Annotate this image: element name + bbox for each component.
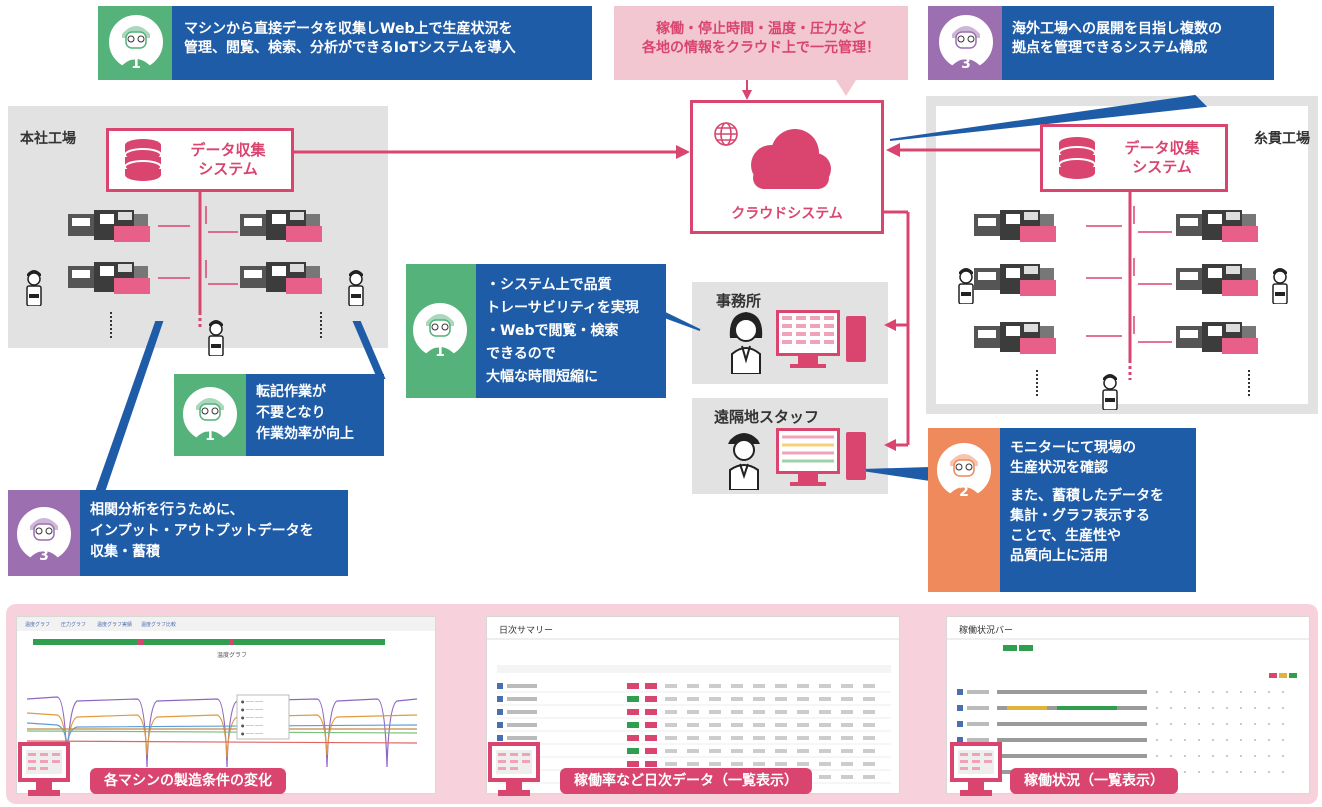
callout-mid-center-text: ・システム上で品質 トレーサビリティを実現 ・Webで閲覧・検索 できるので 大… [486, 277, 639, 385]
svg-text:● —— ——: ● —— —— [241, 699, 263, 704]
monitor-icon [18, 742, 70, 798]
injection-machine-icon [1176, 260, 1258, 298]
callout-bottom-right-text1: モニターにて現場の 生産状況を確認 [1010, 440, 1136, 476]
injection-machine-icon [974, 260, 1056, 298]
injection-machine-icon [1176, 206, 1258, 244]
callout-mid-left-text: 転記作業が 不要となり 作業効率が向上 [256, 384, 354, 442]
screen-temperature-graph: 温度グラフ 圧力グラフ 温度グラフ実績 温度グラフ比較 温度グラフ ● —— —— ● … [16, 616, 436, 794]
injection-machine-icon [68, 206, 150, 244]
system-label-right: データ収集 システム [1124, 139, 1200, 176]
callout-top-left-text: マシンから直接データを収集しWeb上で生産状況を 管理、閲覧、検索、分析ができる… [184, 21, 516, 56]
svg-text:1: 1 [131, 56, 141, 72]
injection-machine-icon [240, 206, 322, 244]
more-machines-dots [1248, 370, 1252, 396]
more-machines-dots [1036, 370, 1040, 396]
globe-icon [714, 122, 738, 146]
svg-text:● —— ——: ● —— —— [241, 707, 263, 712]
office-pc-tower [846, 316, 866, 362]
injection-machine-icon [240, 258, 322, 296]
remote-monitor [776, 428, 840, 486]
svg-text:圧力グラフ: 圧力グラフ [61, 621, 86, 628]
more-machines-dots [320, 312, 324, 338]
injection-machine-icon [68, 258, 150, 296]
callout-mid-left: 転記作業が 不要となり 作業効率が向上 [246, 374, 384, 456]
office-worker-icon [729, 312, 763, 374]
operator-icon [1100, 370, 1120, 414]
screen-label-temperature: 各マシンの製造条件の変化 [90, 768, 286, 794]
system-label-left: データ収集 システム [190, 141, 266, 178]
screen-daily-summary: 日次サマリー [486, 616, 900, 794]
injection-machine-icon [974, 318, 1056, 356]
more-machines-dots [110, 312, 114, 338]
monitor-icon [488, 742, 540, 798]
head-office-factory-label: 本社工場 [20, 131, 76, 147]
cloud-system-box: クラウドシステム [690, 100, 884, 234]
svg-text:2: 2 [959, 484, 969, 500]
office-label: 事務所 [716, 292, 762, 310]
operator-icon [956, 264, 976, 308]
svg-text:3: 3 [39, 548, 49, 564]
operator-icon [1270, 264, 1290, 308]
data-collection-system-right: データ収集 システム [1040, 124, 1228, 192]
injection-machine-icon [974, 206, 1056, 244]
callout-mid-center: ・システム上で品質 トレーサビリティを実現 ・Webで閲覧・検索 できるので 大… [476, 264, 666, 398]
graph-title-temp: 温度グラフ [217, 651, 247, 659]
injection-machine-icon [1176, 318, 1258, 356]
callout-top-left: マシンから直接データを収集しWeb上で生産状況を 管理、閲覧、検索、分析ができる… [172, 6, 592, 80]
callout-top-center-text: 稼働・停止時間・温度・圧力など 各地の情報をクラウド上で一元管理！ [642, 21, 880, 56]
consultant-avatar-icon: 3 [14, 504, 74, 564]
svg-text:● —— ——: ● —— —— [241, 723, 263, 728]
itonuki-factory-label: 糸貫工場 [1254, 131, 1310, 147]
operator-icon [206, 316, 226, 360]
consultant-avatar-icon: 2 [934, 440, 994, 500]
operation-status-title: 稼働状況バー [959, 626, 1014, 636]
consultant-avatar-icon: 1 [180, 384, 240, 444]
svg-text:温度グラフ実績: 温度グラフ実績 [97, 621, 132, 628]
monitor-icon [950, 742, 1002, 798]
daily-summary-table-image [487, 638, 899, 784]
screen-label-status: 稼働状況（一覧表示） [1010, 768, 1178, 794]
consultant-avatar-icon: 1 [106, 12, 166, 72]
remote-staff-label: 遠隔地スタッフ [714, 408, 820, 426]
svg-text:● —— ——: ● —— —— [241, 731, 263, 736]
svg-text:3: 3 [961, 56, 971, 72]
callout-bottom-left-text: 相関分析を行うために、 インプット・アウトプットデータを 収集・蓄積 [90, 502, 314, 560]
callout-bottom-right: モニターにて現場の 生産状況を確認 また、蓄積したデータを 集計・グラフ表示する… [1000, 428, 1196, 592]
callout-bottom-left: 相関分析を行うために、 インプット・アウトプットデータを 収集・蓄積 [80, 490, 348, 576]
svg-text:● —— ——: ● —— —— [241, 715, 263, 720]
remote-pc-tower [846, 432, 866, 480]
data-collection-system-left: データ収集 システム [106, 128, 294, 192]
callout-top-right: 海外工場への展開を目指し複数の 拠点を管理できるシステム構成 [1002, 6, 1274, 80]
database-icon [124, 139, 162, 181]
daily-summary-title: 日次サマリー [499, 626, 554, 636]
operator-icon [346, 266, 366, 310]
database-icon [1058, 137, 1096, 179]
remote-staff-icon [728, 433, 760, 490]
consultant-avatar-icon: 1 [410, 300, 470, 360]
callout-bottom-right-text2: また、蓄積したデータを 集計・グラフ表示する ことで、生産性や 品質向上に活用 [1010, 488, 1164, 564]
consultant-avatar-icon: 3 [936, 12, 996, 72]
operator-icon [24, 266, 44, 310]
callout-top-right-text: 海外工場への展開を目指し複数の 拠点を管理できるシステム構成 [1012, 21, 1222, 56]
svg-text:1: 1 [205, 428, 215, 444]
callout-top-center: 稼働・停止時間・温度・圧力など 各地の情報をクラウド上で一元管理！ [614, 6, 908, 80]
tab-temp-graph: 温度グラフ [25, 621, 50, 628]
svg-text:温度グラフ比較: 温度グラフ比較 [141, 621, 176, 628]
svg-text:1: 1 [435, 344, 445, 360]
screen-label-daily: 稼働率など日次データ（一覧表示） [560, 768, 812, 794]
office-monitor [776, 310, 840, 368]
cloud-system-label: クラウドシステム [731, 206, 843, 222]
cloud-icon [751, 129, 831, 189]
